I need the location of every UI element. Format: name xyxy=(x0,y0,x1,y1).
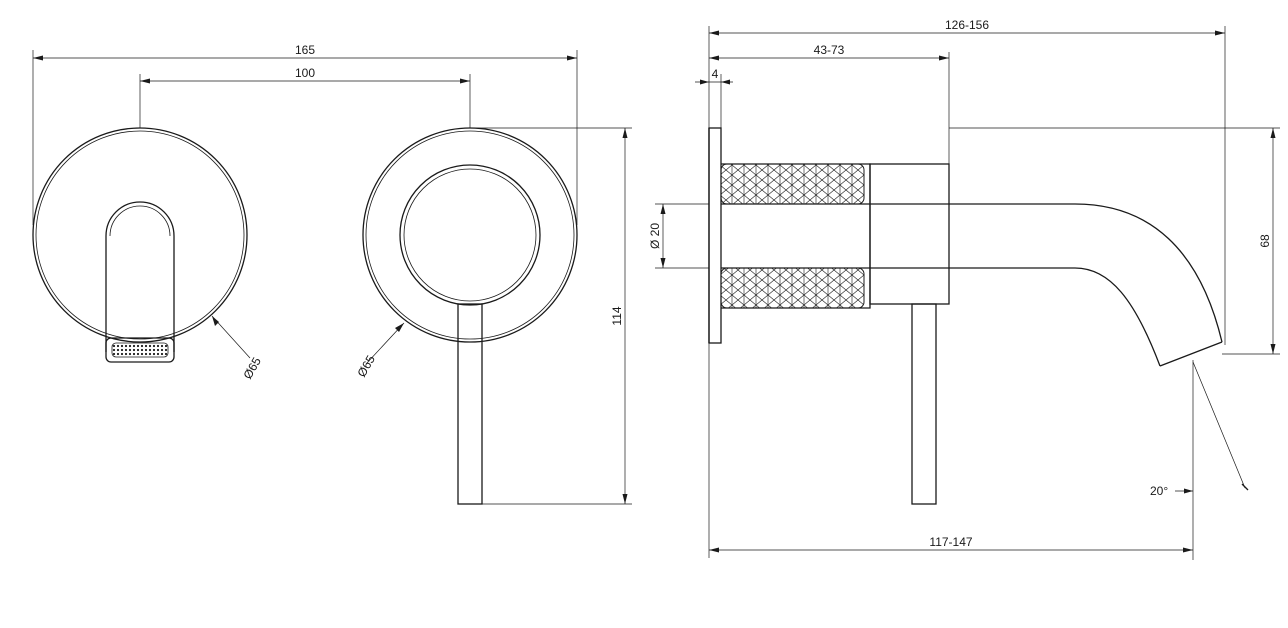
front-dimensions: 165 100 114 Ø65 Ø65 xyxy=(32,43,632,505)
dim-spout-angle: 20° xyxy=(1150,484,1168,498)
lever-handle xyxy=(457,303,483,505)
spout-bottom-curve xyxy=(721,267,1161,367)
spout-body-sides xyxy=(105,236,175,352)
dim-spout-plate-diameter: Ø65 xyxy=(240,355,264,382)
dim-center-distance: 100 xyxy=(295,66,315,80)
aerator xyxy=(111,342,169,358)
lever-cover-plate-outer xyxy=(362,127,578,343)
dim-side-total-length: 126-156 xyxy=(945,18,989,32)
side-view xyxy=(708,127,1223,505)
spout-cover-plate-inner xyxy=(35,130,245,340)
spout-top-curve xyxy=(721,203,1223,343)
lever-cover-plate-inner xyxy=(365,130,575,340)
spout-cover-plate-outer xyxy=(32,127,248,343)
dim-spout-projection: 117-147 xyxy=(929,535,972,549)
spout-outlet-face xyxy=(1159,341,1223,367)
lever-hub-inner xyxy=(403,168,537,302)
dim-side-height: 68 xyxy=(1258,234,1272,248)
knurled-sleeve-top xyxy=(720,163,865,205)
dim-front-width: 165 xyxy=(295,43,315,57)
lever-front-view xyxy=(362,127,578,505)
spout-body-top xyxy=(105,201,175,237)
dim-spout-diameter: Ø 20 xyxy=(648,223,662,249)
knurled-sleeve-bottom xyxy=(720,267,865,309)
dim-plate-thickness: 4 xyxy=(712,67,719,81)
lever-hub-outer xyxy=(399,164,541,306)
dim-front-height: 114 xyxy=(610,306,624,325)
side-lever-handle xyxy=(911,303,937,505)
dim-side-body-length: 43-73 xyxy=(814,43,845,57)
spout-front-view xyxy=(32,127,248,363)
spout-outlet xyxy=(105,337,175,363)
side-body xyxy=(869,163,950,305)
dim-lever-plate-diameter: Ø65 xyxy=(354,353,378,380)
side-dimensions: 126-156 43-73 4 Ø 20 68 20° xyxy=(648,18,1280,560)
side-wall-plate xyxy=(708,127,722,344)
